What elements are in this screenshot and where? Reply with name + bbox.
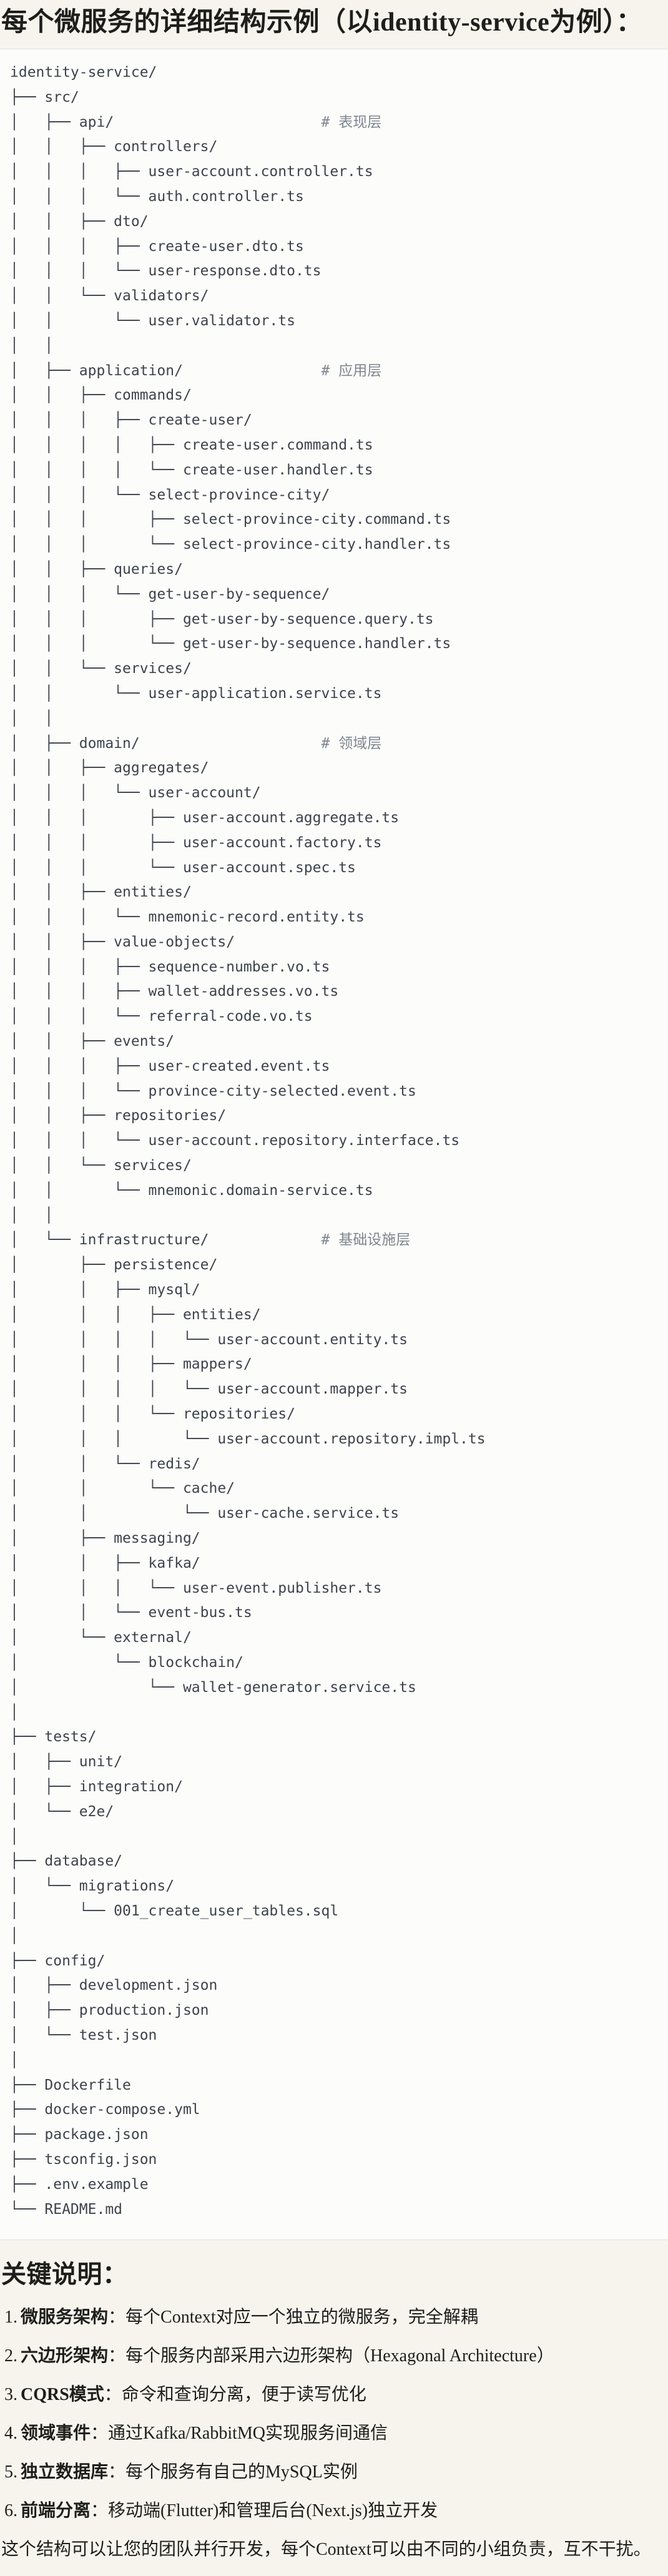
note-description: 每个服务内部采用六边形架构（Hexagonal Architecture） [125,2346,554,2366]
tree-layer-comment: # 应用层 [321,362,382,379]
note-separator: ： [104,2385,122,2405]
note-number: 2. [4,2346,17,2366]
note-number: 1. [4,2308,17,2328]
note-separator: ： [91,2501,109,2521]
key-notes-section: 关键说明： 1.微服务架构：每个Context对应一个独立的微服务，完全解耦 2… [1,2259,667,2562]
note-description: 命令和查询分离，便于读写优化 [121,2385,366,2405]
note-description: 通过Kafka/RabbitMQ实现服务间通信 [108,2424,388,2444]
note-term: 前端分离 [21,2501,91,2521]
note-term: CQRS模式 [21,2385,104,2405]
directory-tree: identity-service/ ├── src/ │ ├── api/ # … [10,64,486,2218]
note-separator: ： [108,2346,126,2366]
note-term: 领域事件 [21,2424,91,2444]
note-number: 4. [4,2424,17,2444]
note-item-database: 5.独立数据库：每个服务有自己的MySQL实例 [4,2460,667,2485]
note-number: 3. [4,2385,17,2405]
note-separator: ： [91,2424,109,2444]
note-number: 6. [4,2501,17,2521]
note-item-frontend: 6.前端分离：移动端(Flutter)和管理后台(Next.js)独立开发 [4,2499,667,2524]
code-block: identity-service/ ├── src/ │ ├── api/ # … [0,49,668,2241]
tree-layer-comment: # 基础设施层 [321,1232,411,1249]
note-description: 每个Context对应一个独立的微服务，完全解耦 [125,2308,478,2328]
closing-paragraph: 这个结构可以让您的团队并行开发，每个Context可以由不同的小组负责，互不干扰… [1,2540,651,2560]
key-notes-heading: 关键说明： [1,2260,128,2289]
note-term: 独立数据库 [21,2462,109,2482]
tree-layer-comment: # 表现层 [321,114,382,130]
note-term: 六边形架构 [21,2346,109,2366]
note-item-domain-events: 4.领域事件：通过Kafka/RabbitMQ实现服务间通信 [4,2421,667,2446]
note-description: 移动端(Flutter)和管理后台(Next.js)独立开发 [108,2501,438,2521]
note-description: 每个服务有自己的MySQL实例 [125,2462,358,2482]
note-number: 5. [4,2462,17,2482]
page-title: 每个微服务的详细结构示例（以identity-service为例）： [1,8,643,37]
tree-layer-comment: # 领域层 [321,735,382,752]
note-term: 微服务架构 [21,2308,109,2328]
note-item-cqrs: 3.CQRS模式：命令和查询分离，便于读写优化 [4,2382,667,2407]
note-item-microservice: 1.微服务架构：每个Context对应一个独立的微服务，完全解耦 [4,2305,667,2330]
note-separator: ： [108,2462,126,2482]
note-item-hexagonal: 2.六边形架构：每个服务内部采用六边形架构（Hexagonal Architec… [4,2344,667,2369]
note-separator: ： [108,2308,126,2328]
